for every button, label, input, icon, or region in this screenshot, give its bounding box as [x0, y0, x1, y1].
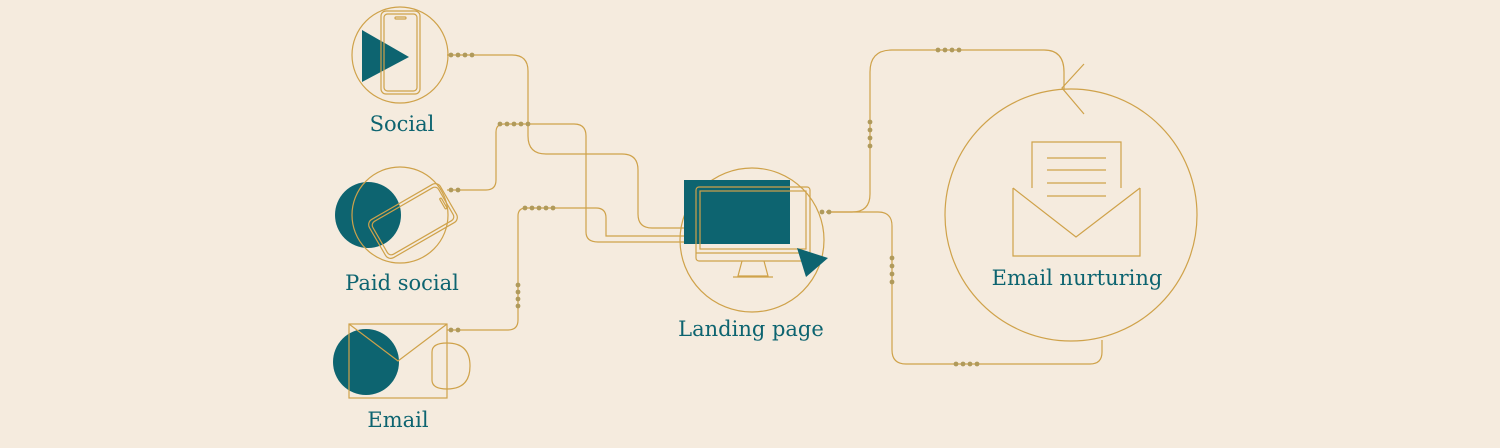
email-accent-circle — [333, 329, 399, 395]
label-social: Social — [369, 112, 435, 136]
dots-top-vertical — [867, 119, 873, 149]
smartphone-icon — [368, 183, 458, 259]
label-email-nurturing: Email nurturing — [991, 266, 1163, 290]
arrowhead-icon — [1061, 63, 1085, 115]
envelope-icon — [348, 323, 471, 399]
open-envelope-letter-icon — [1012, 141, 1141, 257]
dots-bottom-horizontal — [953, 361, 980, 367]
label-landing-page: Landing page — [678, 317, 824, 341]
paid-social-accent-circle — [335, 182, 401, 248]
node-social — [351, 6, 449, 104]
connector-paid-social-to-landing — [447, 123, 684, 243]
dots-top-horizontal — [935, 47, 962, 53]
connector-landing-to-nurturing-bottom — [826, 211, 1103, 365]
connectors — [447, 49, 1103, 365]
node-landing-page — [679, 167, 828, 313]
connector-dots — [448, 47, 980, 367]
smartphone-play-icon — [380, 10, 421, 95]
social-circle — [351, 6, 449, 104]
connector-landing-to-nurturing-top — [826, 49, 1065, 213]
dots-email-mid — [522, 205, 556, 211]
dots-bottom-vertical — [889, 255, 895, 285]
dots-social-mid — [497, 121, 531, 127]
landing-page-circle — [679, 167, 825, 313]
email-nurturing-circle — [944, 88, 1198, 342]
play-icon — [362, 30, 409, 82]
dots-social — [448, 52, 475, 58]
paid-social-circle — [351, 166, 449, 264]
label-paid-social: Paid social — [345, 271, 459, 295]
node-email-nurturing — [944, 88, 1198, 342]
connector-email-to-landing — [447, 207, 684, 331]
label-email: Email — [367, 408, 429, 432]
cursor-triangle-icon — [797, 248, 828, 277]
desktop-monitor-icon — [695, 186, 811, 278]
dots-landing-out — [819, 209, 832, 215]
node-email — [333, 323, 471, 399]
dots-paid-social — [448, 187, 461, 193]
connector-social-to-landing — [447, 54, 684, 229]
dots-email — [448, 327, 461, 333]
dots-email-vertical — [515, 282, 521, 309]
node-paid-social — [335, 166, 458, 264]
